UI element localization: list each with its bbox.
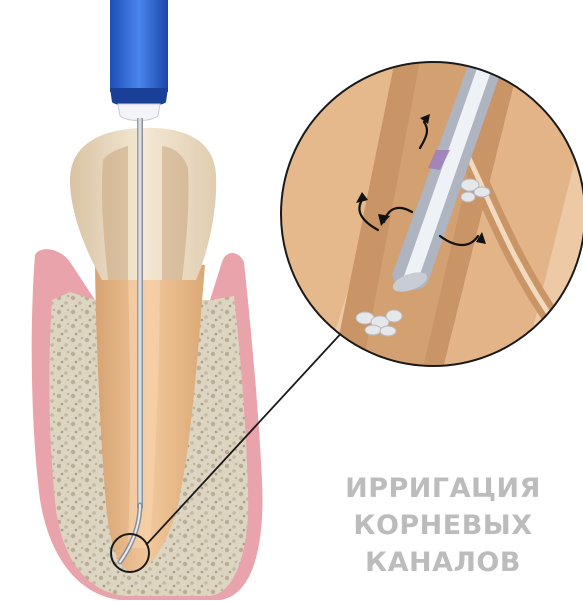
diagram-caption: ИРРИГАЦИЯ КОРНЕВЫХ КАНАЛОВ bbox=[333, 470, 553, 581]
tooth-crown bbox=[70, 128, 216, 280]
caption-line-3: КАНАЛОВ bbox=[333, 544, 553, 581]
magnified-view bbox=[250, 60, 583, 380]
caption-line-1: ИРРИГАЦИЯ bbox=[333, 470, 553, 507]
syringe bbox=[110, 0, 168, 121]
caption-line-2: КОРНЕВЫХ bbox=[333, 507, 553, 544]
